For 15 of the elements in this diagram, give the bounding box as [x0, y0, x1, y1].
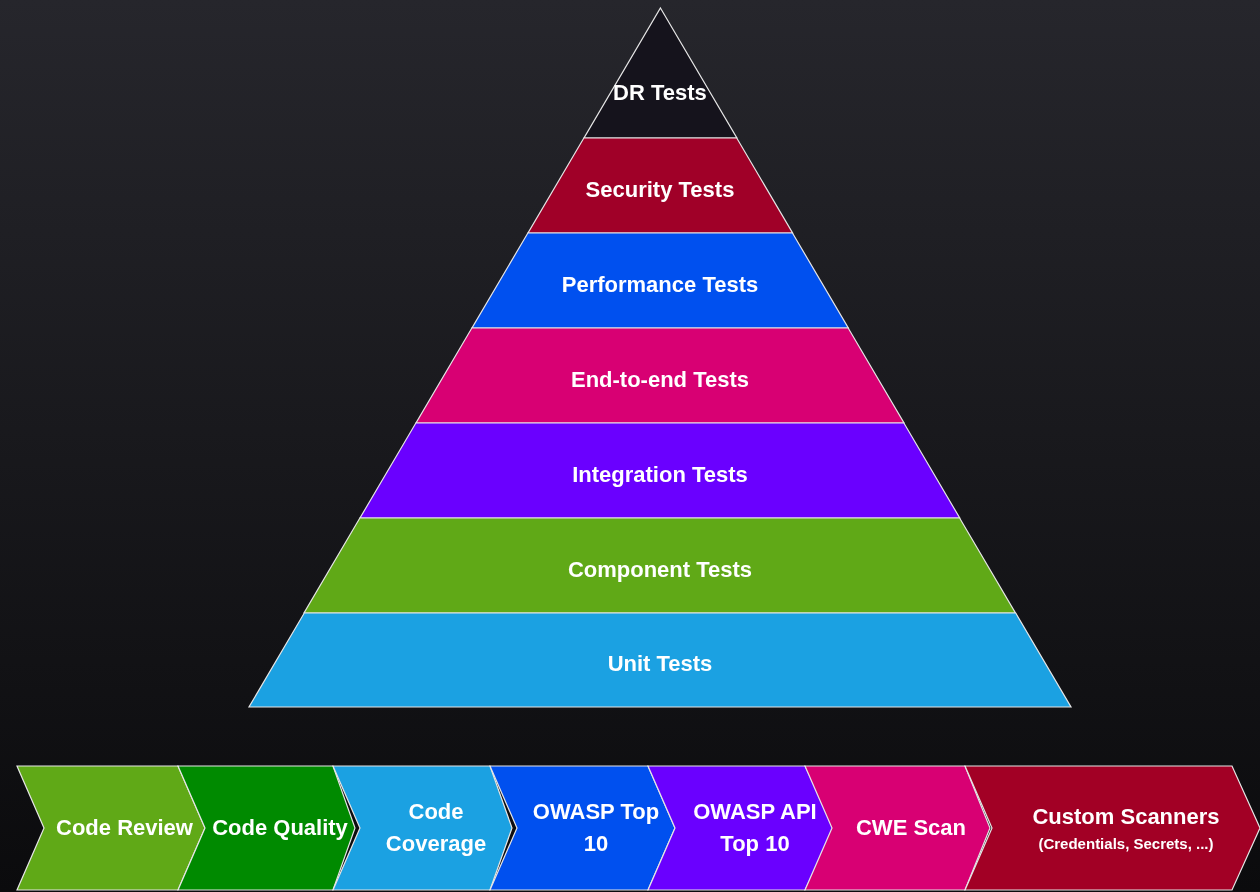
step-label: Code Review [56, 814, 193, 842]
step-label: CWE Scan [856, 814, 966, 842]
layer-label: Component Tests [567, 555, 753, 584]
step-label: OWASP Top 10 [531, 798, 661, 858]
layer-label: Security Tests [585, 175, 735, 204]
layer-label: End-to-end Tests [570, 365, 749, 394]
layer-label: Integration Tests [572, 460, 748, 489]
layer-label: DR Tests [613, 79, 707, 107]
step-label: Custom Scanners [1032, 803, 1220, 831]
step-label: Code Coverage [384, 798, 488, 858]
step-label: OWASP API Top 10 [692, 798, 818, 858]
step-note: (Credentials, Secrets, ...) [1038, 834, 1214, 854]
layer-label: Performance Tests [561, 270, 759, 299]
step-label: Code Quality [212, 814, 348, 842]
layer-label: Unit Tests [607, 650, 713, 678]
